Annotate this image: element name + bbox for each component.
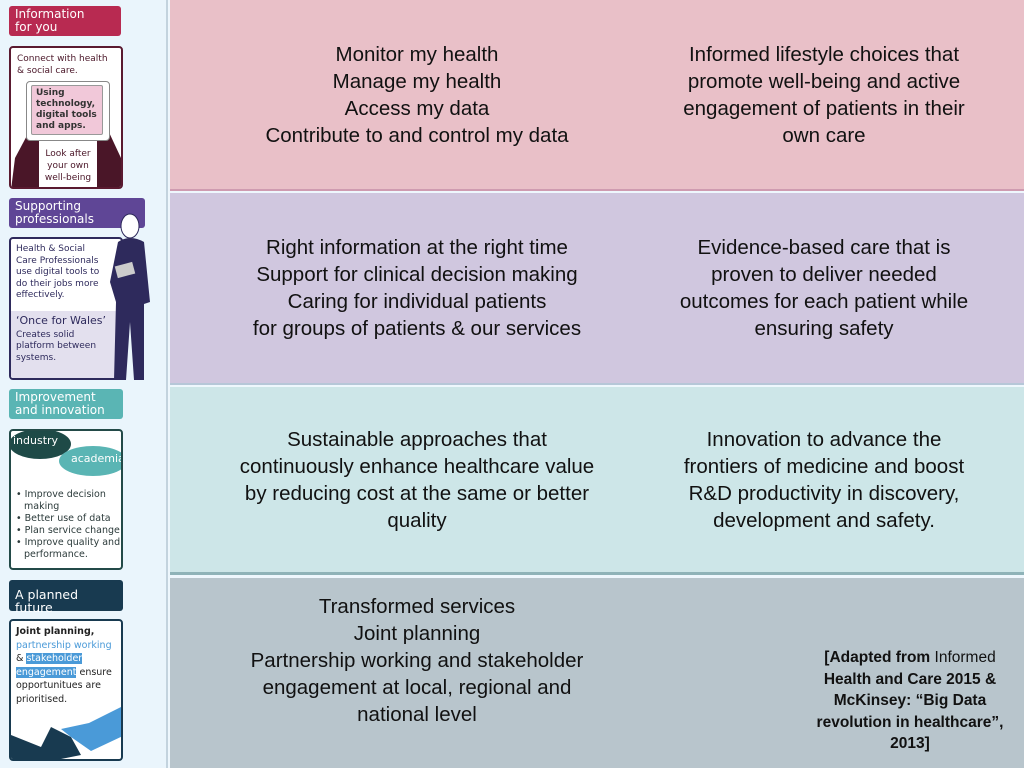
band-line: frontiers of medicine and boost: [683, 454, 965, 478]
info-card: Connect with health & social care. Using…: [9, 46, 123, 189]
band-line: Transformed services: [318, 595, 516, 618]
band-line: R&D productivity in discovery,: [688, 481, 960, 505]
band-line: Evidence-based care that is: [697, 236, 951, 259]
once-for-wales-box: ‘Once for Wales’ Creates solid platform …: [11, 311, 121, 378]
professionals-title-2: professionals: [15, 212, 94, 226]
band-line: Informed lifestyle choices that: [688, 42, 960, 66]
citation: [Adapted from Informed Health and Care 2…: [810, 647, 1010, 755]
future-header: A planned future: [9, 580, 123, 614]
band-improvement: Sustainable approaches that continuously …: [170, 387, 1024, 575]
improvement-bullets: • Improve decision making • Better use o…: [16, 489, 121, 561]
future-highlight: stakeholder: [26, 653, 83, 664]
professionals-card: Health & Social Care Professionals use d…: [9, 237, 123, 380]
band-line: promote well-being and active: [687, 69, 961, 93]
academia-bubble: academia: [59, 446, 121, 476]
future-highlight-2: engagement: [16, 666, 77, 678]
band-line: ensuring safety: [754, 317, 894, 340]
band-line: outcomes for each patient while: [679, 290, 969, 313]
bullet: • Better use of data: [16, 513, 111, 524]
band-line: by reducing cost at the same or better: [244, 481, 590, 505]
band-line: for groups of patients & our services: [252, 317, 582, 340]
professionals-title: Supporting: [15, 199, 81, 213]
band-line: development and safety.: [713, 508, 935, 532]
professionals-text: Health & Social Care Professionals use d…: [16, 244, 100, 300]
future-text: Joint planning, partnership working & st…: [11, 621, 121, 710]
band-line: proven to deliver needed: [711, 263, 937, 286]
future-amp: &: [16, 653, 24, 664]
bullet-text: Improve quality and performance.: [24, 537, 121, 560]
band-line: Contribute to and control my data: [265, 123, 569, 147]
band-line: own care: [782, 123, 866, 147]
citation-rest: Health and Care 2015 & McKinsey: “Big Da…: [816, 670, 1004, 753]
tablet-text: Using technology, digital tools and apps…: [31, 85, 103, 135]
band-right: Evidence-based care that is proven to del…: [654, 193, 994, 383]
info-title: Information: [15, 7, 85, 21]
band-line: Access my data: [344, 96, 490, 120]
bullet: • Improve decision making: [16, 489, 106, 512]
future-rest: ensure opportunitues are prioritised.: [16, 666, 112, 705]
band-line: Sustainable approaches that: [287, 427, 547, 451]
once-for-wales-title: ‘Once for Wales’: [16, 314, 107, 327]
bullet-text: Better use of data: [24, 513, 111, 524]
future-blue: partnership working: [16, 639, 112, 651]
band-line: Monitor my health: [335, 42, 499, 66]
future-card: Joint planning, partnership working & st…: [9, 619, 123, 761]
band-line: Joint planning: [353, 622, 481, 645]
hands-tablet-icon: [11, 126, 121, 187]
band-line: Support for clinical decision making: [256, 263, 578, 286]
info-intro: Connect with health & social care.: [17, 54, 108, 76]
nurse-icon: [110, 213, 150, 380]
band-line: Innovation to advance the: [706, 427, 942, 451]
band-line: Caring for individual patients: [287, 290, 547, 313]
band-line: Right information at the right time: [266, 236, 568, 259]
band-left: Sustainable approaches that continuously …: [170, 387, 664, 572]
band-line: Partnership working and stakeholder: [250, 649, 584, 672]
band-right: Informed lifestyle choices that promote w…: [654, 0, 994, 189]
improvement-card: industry academia • Improve decision mak…: [9, 429, 123, 570]
band-right: Innovation to advance the frontiers of me…: [654, 387, 994, 572]
info-footer: Look after your own well-being: [44, 149, 92, 183]
improvement-title: Improvement: [15, 390, 96, 404]
bullet-text: Improve decision making: [24, 489, 106, 512]
improvement-title-2: and innovation: [15, 403, 105, 417]
band-line: engagement of patients in their: [683, 96, 965, 120]
band-line: quality: [387, 508, 447, 532]
band-line: national level: [357, 703, 477, 726]
bullet: • Plan service change: [16, 525, 120, 536]
bullet: • Improve quality and performance.: [16, 537, 121, 560]
handshake-icon: [11, 707, 121, 759]
bullet-text: Plan service change: [24, 525, 120, 536]
once-for-wales-text: Creates solid platform between systems.: [16, 329, 97, 363]
citation-start: [Adapted from: [824, 649, 935, 666]
band-line: engagement at local, regional and: [262, 676, 572, 699]
future-bold: Joint planning,: [16, 626, 95, 637]
band-line: Manage my health: [332, 69, 502, 93]
citation-normal: Informed: [934, 649, 996, 666]
band-line: continuously enhance healthcare value: [239, 454, 595, 478]
info-title-2: for you: [15, 20, 58, 34]
